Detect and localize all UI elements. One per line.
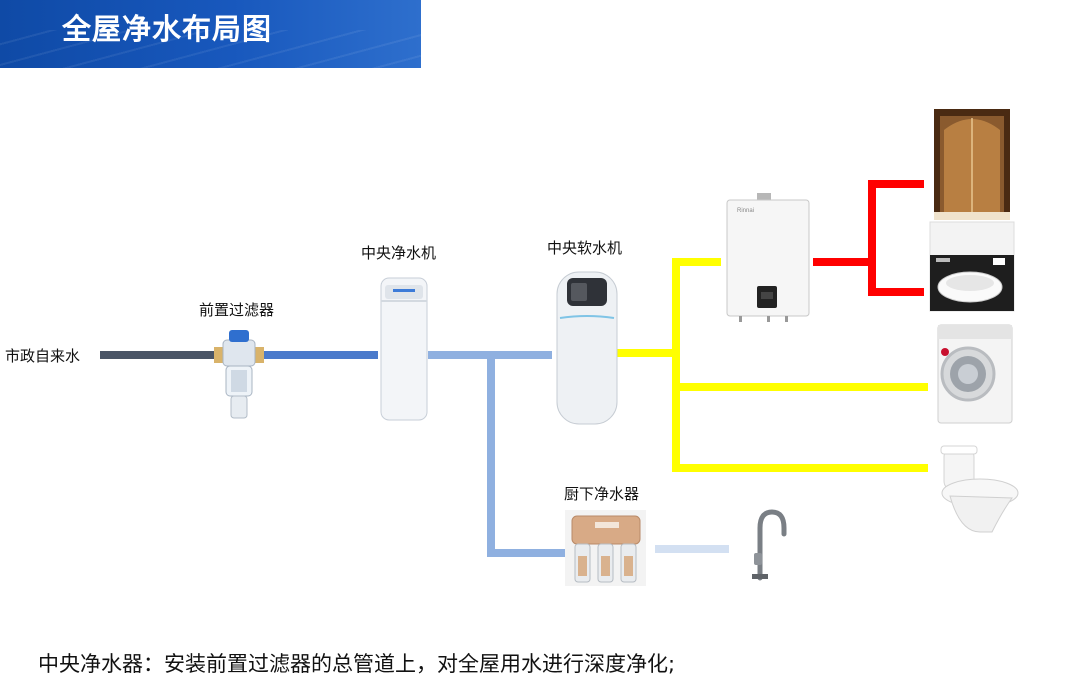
svg-text:Rinnai: Rinnai: [737, 208, 754, 214]
toilet-icon: [940, 445, 1019, 533]
label-central-purifier: 中央净水机: [361, 244, 437, 262]
label-central-softener: 中央软水机: [547, 239, 623, 257]
footer-description: 中央净水器：安装前置过滤器的总管道上，对全屋用水进行深度净化;: [38, 652, 676, 676]
under-sink-purifier-icon: [565, 510, 646, 586]
water-heater-icon: Rinnai: [726, 193, 810, 322]
central-softener-icon: [556, 271, 618, 425]
pre-filter-icon: [214, 330, 264, 419]
page-title: 全屋净水布局图: [62, 12, 273, 46]
faucet-icon: [752, 509, 787, 581]
washbasin-icon: [929, 221, 1015, 312]
central-purifier-icon: [380, 277, 428, 421]
shower-icon: [934, 109, 1010, 220]
label-pre-filter: 前置过滤器: [199, 301, 275, 319]
label-under-sink-purifier: 厨下净水器: [564, 485, 640, 503]
label-municipal-water: 市政自来水: [5, 347, 81, 365]
washing-machine-icon: [937, 324, 1013, 424]
title-banner: 全屋净水布局图: [0, 0, 421, 68]
purified-pipe-branch: [487, 355, 565, 557]
pipes: [100, 180, 928, 557]
